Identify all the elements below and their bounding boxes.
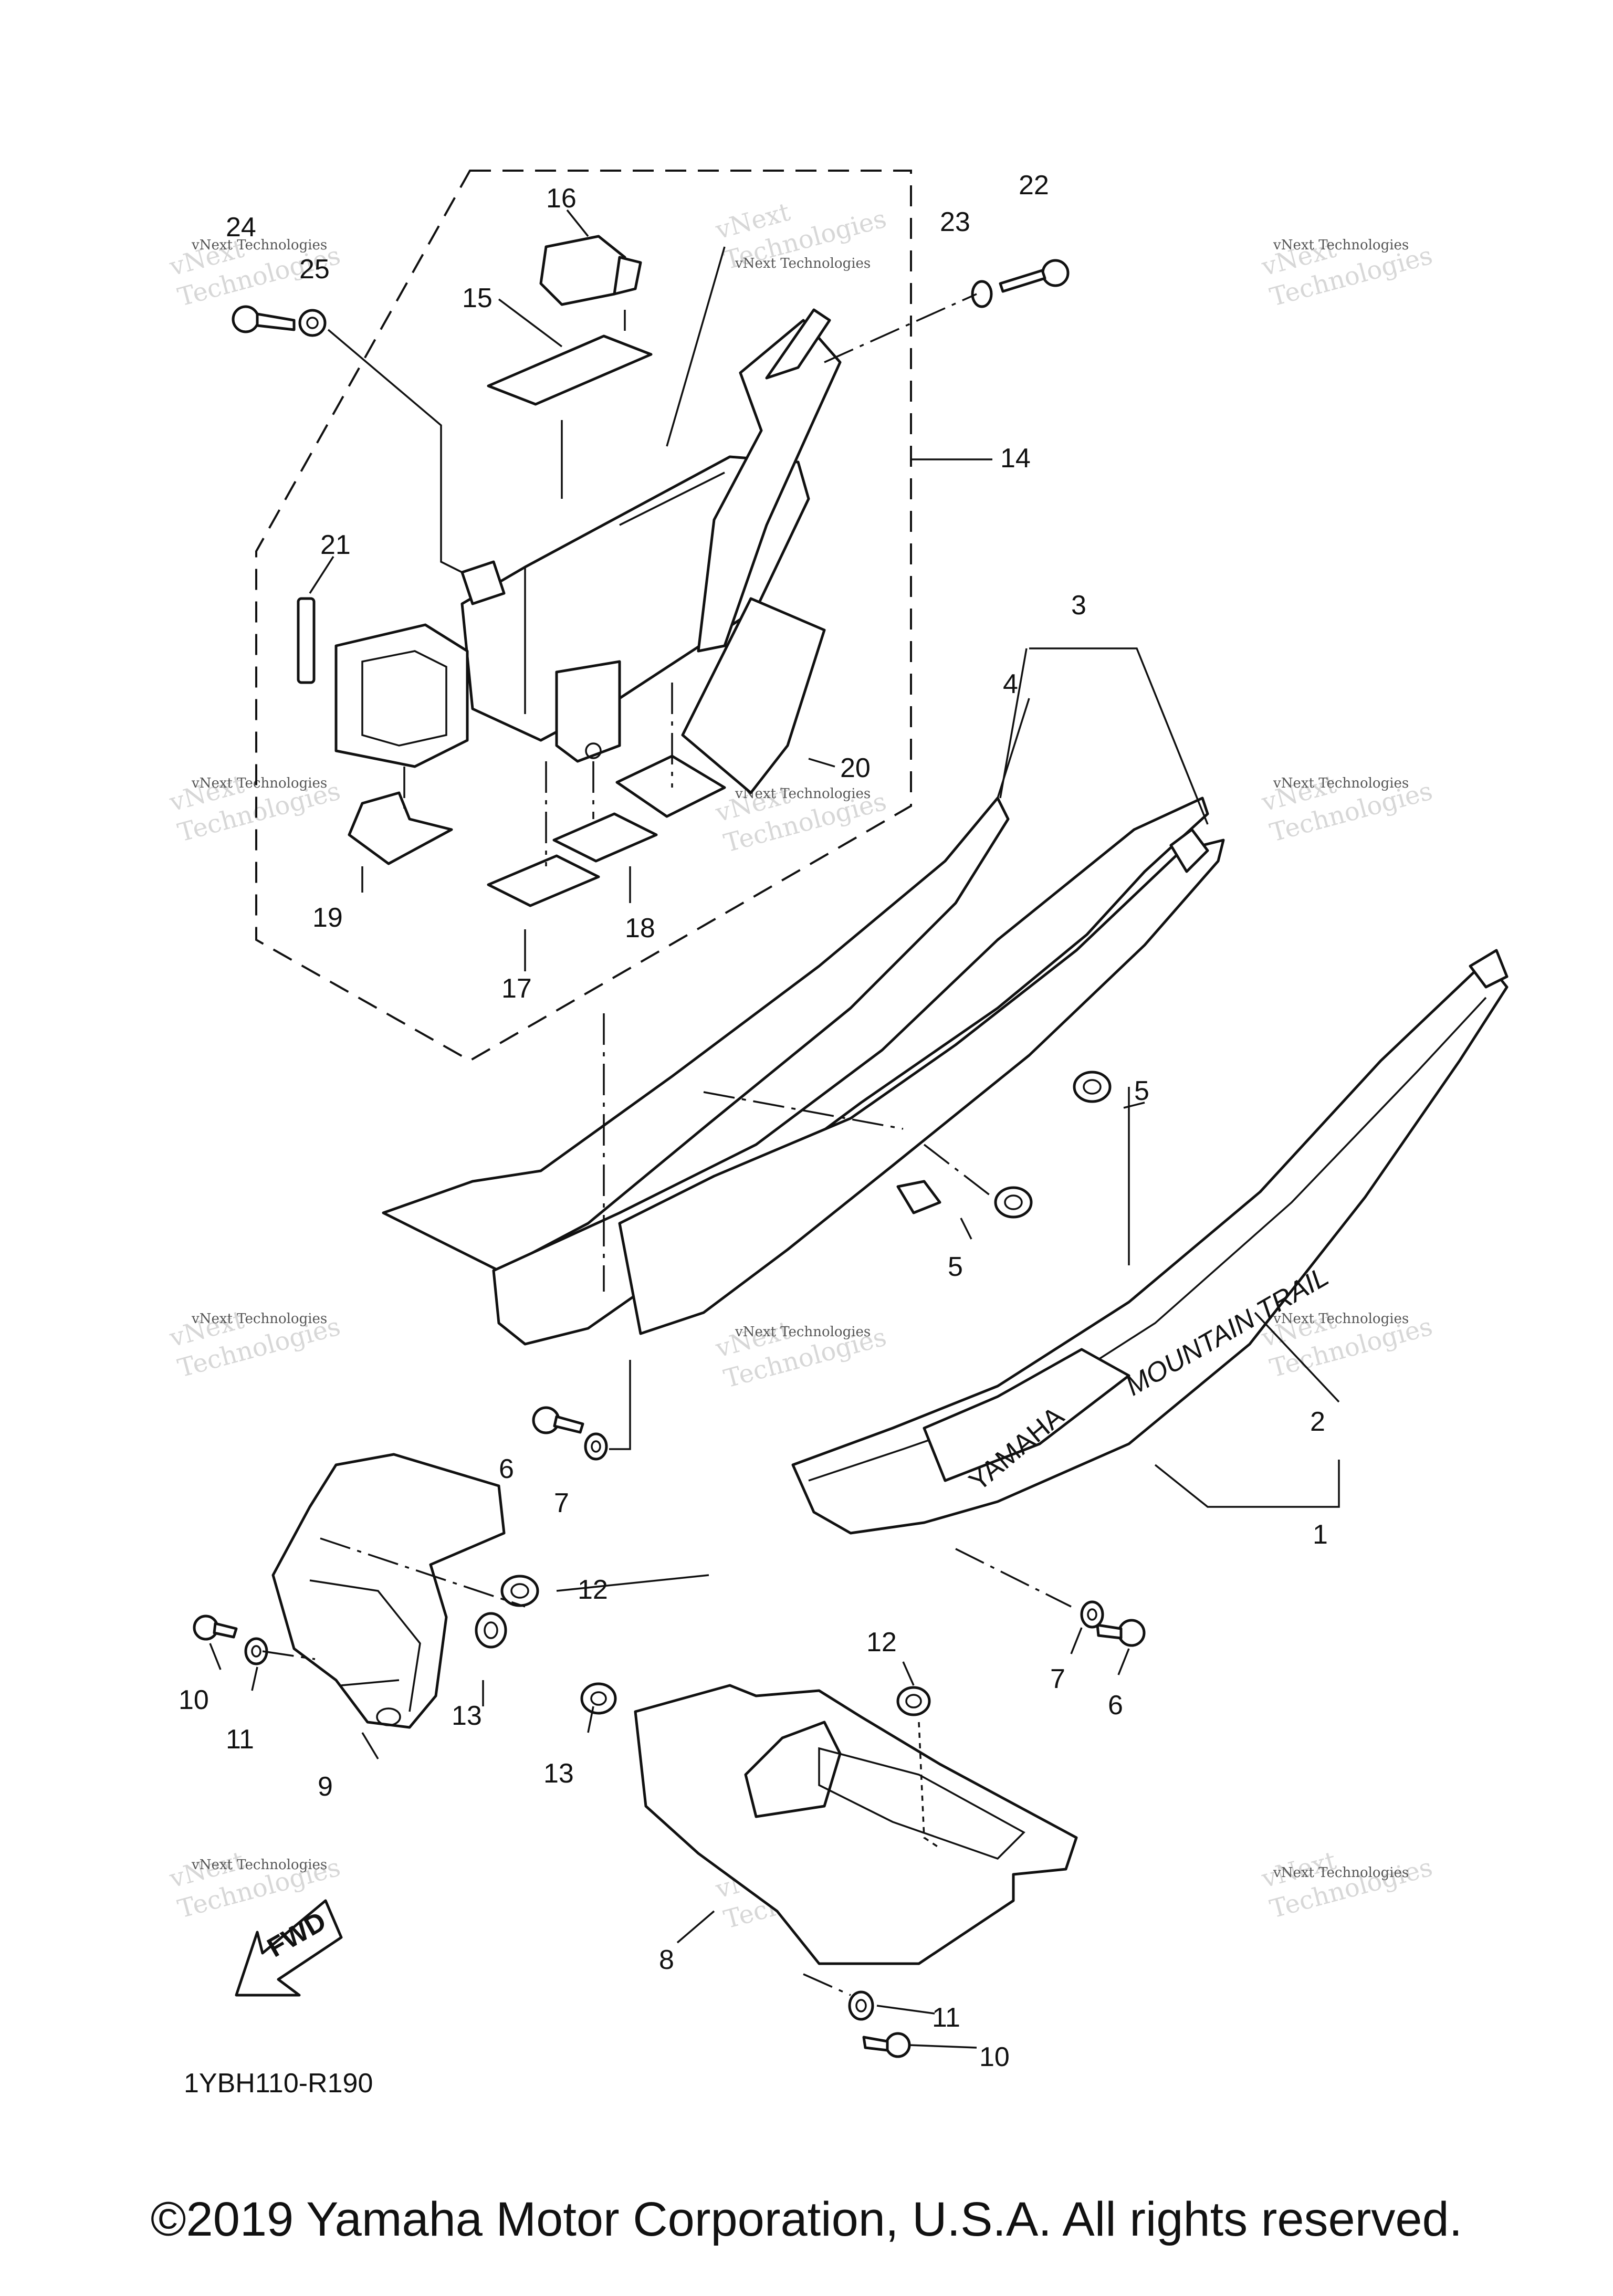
callout-20: 20 (840, 753, 871, 783)
callout-3: 3 (1071, 590, 1086, 621)
grommet-12b (896, 1686, 931, 1716)
watermark-row4-right: vNext Technologies vNext Technologies (1258, 1846, 1436, 1924)
watermark-row3-left: vNext Technologies vNext Technologies (166, 1305, 343, 1383)
cover-8 (634, 1684, 1078, 1965)
callout-13b: 13 (543, 1758, 574, 1789)
pad-19 (348, 791, 453, 865)
svg-text:vNext Technologies: vNext Technologies (1273, 1865, 1409, 1881)
forward-direction-arrow: FWD (235, 1899, 343, 1997)
side-cover-left-4 (382, 796, 1225, 1346)
callout-10a: 10 (179, 1685, 209, 1715)
svg-text:vNext Technologies: vNext Technologies (735, 786, 871, 802)
side-cover-right-1 (791, 949, 1509, 1535)
callout-13a: 13 (452, 1701, 482, 1731)
watermark-row2-right: vNext Technologies vNext Technologies (1258, 769, 1436, 847)
bolt-24 (232, 305, 296, 333)
svg-text:vNext Technologies: vNext Technologies (191, 237, 327, 253)
pad-17 (487, 854, 600, 907)
watermark-top-right: vNext Technologies vNext Technologies (1258, 234, 1436, 312)
callout-12b: 12 (866, 1627, 897, 1658)
callout-17: 17 (501, 973, 532, 1004)
collar-11b (848, 1990, 874, 2021)
callout-5a: 5 (1134, 1076, 1149, 1106)
svg-text:vNext Technologies: vNext Technologies (191, 1857, 327, 1873)
callout-10b: 10 (979, 2042, 1010, 2072)
washer-23 (971, 280, 993, 308)
watermark-top-middle: vNext Technologies vNext Technologies (712, 197, 889, 275)
bolt-6b (1096, 1619, 1146, 1647)
callout-7b: 7 (1050, 1664, 1065, 1694)
grommet-12a (500, 1575, 539, 1607)
collar-25 (298, 309, 327, 337)
svg-text:vNext Technologies: vNext Technologies (735, 256, 871, 271)
bolt-22 (999, 259, 1070, 293)
svg-text:vNext Technologies: vNext Technologies (191, 775, 327, 791)
watermark-row2-left: vNext Technologies vNext Technologies (166, 769, 343, 847)
callout-2: 2 (1310, 1407, 1325, 1437)
collar-7a (584, 1432, 608, 1461)
callout-24: 24 (226, 212, 256, 243)
svg-text:vNext Technologies: vNext Technologies (1273, 775, 1409, 791)
grommet-5b (1073, 1071, 1112, 1103)
assembly-14-boundary (255, 170, 912, 1062)
callout-19: 19 (312, 903, 343, 933)
callout-14: 14 (1000, 443, 1031, 474)
callout-numbers: 24 25 16 15 23 22 14 21 3 4 20 19 18 17 … (179, 170, 1328, 2072)
rubber-sheet-20 (681, 597, 826, 794)
svg-text:vNext Technologies: vNext Technologies (191, 1311, 327, 1327)
copyright-notice: ©2019 Yamaha Motor Corporation, U.S.A. A… (150, 2193, 1463, 2246)
callout-23: 23 (940, 207, 970, 237)
relay-16 (539, 235, 642, 331)
callout-9: 9 (318, 1771, 333, 1802)
callout-25: 25 (299, 254, 330, 285)
callout-18: 18 (625, 913, 655, 943)
grommet-13a (475, 1612, 507, 1649)
callout-1: 1 (1313, 1519, 1328, 1550)
callout-6a: 6 (499, 1454, 514, 1484)
callout-6b: 6 (1108, 1690, 1123, 1721)
callout-21: 21 (320, 530, 351, 560)
svg-text:vNext Technologies: vNext Technologies (735, 1324, 871, 1340)
callout-16: 16 (546, 183, 577, 214)
bolt-6a (532, 1406, 584, 1434)
fuse-21 (297, 597, 316, 684)
callout-4: 4 (1003, 669, 1018, 699)
callout-7a: 7 (554, 1488, 569, 1518)
collar-7b (1080, 1600, 1104, 1629)
bolt-10b (862, 2032, 911, 2058)
watermark-row2-middle: vNext Technologies vNext Technologies (712, 780, 889, 858)
watermark-row3-middle: vNext Technologies vNext Technologies (712, 1315, 889, 1393)
battery-box-bracket (334, 308, 842, 768)
bolt-10a (193, 1614, 238, 1641)
callout-11a: 11 (226, 1724, 254, 1755)
callout-15: 15 (462, 283, 493, 313)
leader-lines (209, 209, 1340, 2049)
svg-text:vNext Technologies: vNext Technologies (1273, 237, 1409, 253)
callout-22: 22 (1019, 170, 1049, 201)
pad-15 (487, 334, 653, 406)
grommet-5a (994, 1186, 1033, 1219)
bracket-9 (271, 1453, 506, 1729)
diagram-code: 1YBH110-R190 (184, 2068, 373, 2099)
callout-12a: 12 (578, 1575, 608, 1605)
callout-5b: 5 (948, 1252, 963, 1282)
svg-text:vNext Technologies: vNext Technologies (1273, 1311, 1409, 1327)
pad-18 (552, 812, 658, 863)
pad-20 (615, 754, 726, 818)
callout-11b: 11 (932, 2003, 960, 2033)
callout-8: 8 (659, 1945, 674, 1975)
grommet-13b (580, 1682, 617, 1715)
relation-lines (262, 246, 1130, 1996)
